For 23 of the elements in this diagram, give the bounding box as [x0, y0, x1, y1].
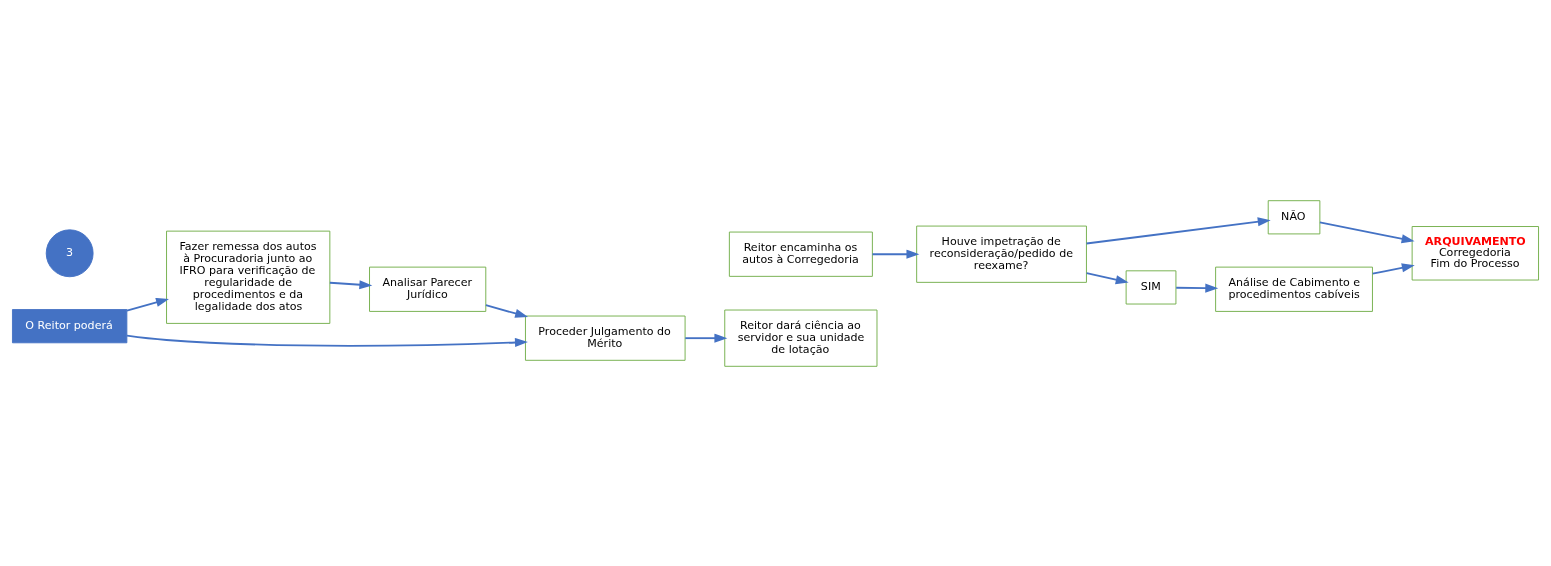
- node-box: Proceder Julgamento do Mérito: [525, 315, 686, 361]
- node-box: Fazer remessa dos autos à Procuradoria junto ao IFRO para verificação de regularidade de procedimentos e da legalidade dos atos: [166, 230, 331, 324]
- arrow: [126, 297, 169, 311]
- arrow: [484, 303, 529, 318]
- node-box: NÃO: [1267, 199, 1321, 234]
- arrow: [1371, 262, 1415, 275]
- arrow: [1319, 220, 1415, 243]
- arrow: [1085, 216, 1271, 244]
- node-box: Analisar Parecer Jurídico: [369, 266, 487, 312]
- arrow: [684, 333, 728, 343]
- arrow: [126, 334, 528, 347]
- node-box: Análise de Cabimento e procedimentos cabíveis: [1215, 266, 1373, 312]
- node-box: SIM: [1125, 269, 1177, 304]
- node-box: Reitor encaminha os autos à Corregedoria: [728, 231, 873, 277]
- arrow: [871, 249, 920, 259]
- arrow: [328, 279, 373, 289]
- arrow: [1085, 271, 1129, 284]
- node-box: Houve impetração de reconsideração/pedido de reexame?: [916, 225, 1087, 283]
- node-circle: 3: [45, 228, 94, 277]
- arrow: [1175, 283, 1219, 293]
- node-box: Reitor dará ciência ao servidor e sua unidade de lotação: [724, 309, 878, 367]
- node-box: O Reitor poderá: [12, 308, 128, 343]
- node-box: ARQUIVAMENTO Corregedoria Fim do Processo: [1411, 225, 1539, 280]
